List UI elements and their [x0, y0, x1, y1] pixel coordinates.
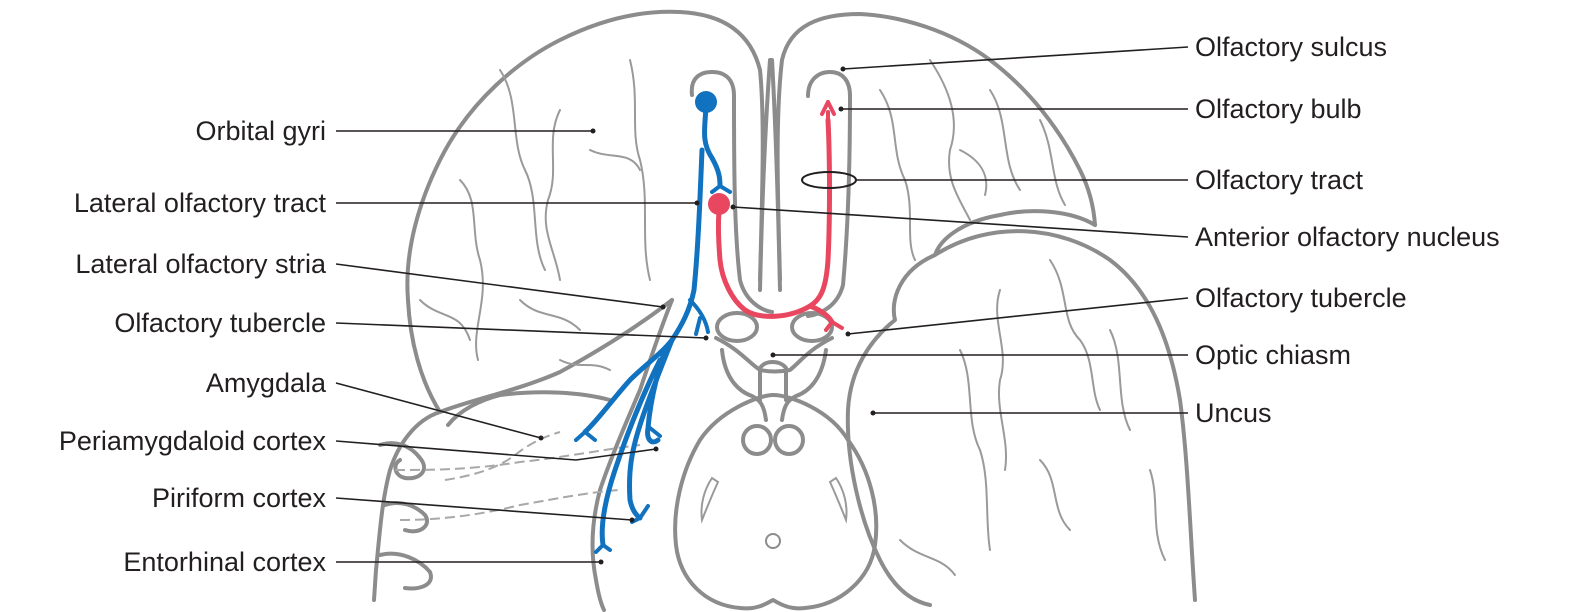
label-olfactory-sulcus: Olfactory sulcus: [1195, 32, 1387, 62]
right-mammillary-body: [773, 424, 805, 456]
label-olfactory-tubercle-right: Olfactory tubercle: [1195, 283, 1407, 313]
right-tubercle-shape: [790, 311, 834, 343]
right-gyrus-rectus: [806, 70, 852, 318]
label-amygdala: Amygdala: [206, 368, 327, 398]
left-gyrus-rectus: [689, 70, 774, 314]
anterior-olfactory-nucleus-neuron: [708, 193, 730, 215]
left-mammillary-body: [741, 424, 773, 456]
right-frontal-lobe: [775, 12, 1097, 282]
label-olfactory-tubercle-left: Olfactory tubercle: [114, 308, 326, 338]
label-anterior-olfactory-nucleus: Anterior olfactory nucleus: [1195, 222, 1500, 252]
label-optic-chiasm: Optic chiasm: [1195, 340, 1351, 370]
label-lateral-olfactory-stria: Lateral olfactory stria: [75, 249, 327, 279]
lateral-pathway: [574, 91, 732, 554]
medial-pathway: [708, 100, 844, 332]
label-entorhinal-cortex: Entorhinal cortex: [123, 547, 326, 577]
label-olfactory-bulb: Olfactory bulb: [1195, 94, 1362, 124]
label-lateral-olfactory-tract: Lateral olfactory tract: [74, 188, 327, 218]
brain-outline: [372, 9, 1197, 612]
label-periamygdaloid-cortex: Periamygdaloid cortex: [59, 426, 327, 456]
right-labels: Olfactory sulcus Olfactory bulb Olfactor…: [1195, 32, 1500, 428]
left-tubercle-shape: [715, 311, 759, 343]
label-orbital-gyri: Orbital gyri: [195, 116, 326, 146]
gyri-texture: [419, 59, 1166, 576]
left-frontal-lobe: [372, 9, 765, 602]
cerebral-aqueduct: [765, 533, 781, 549]
label-piriform-cortex: Piriform cortex: [152, 483, 327, 513]
label-uncus: Uncus: [1195, 398, 1272, 428]
left-labels: Orbital gyri Lateral olfactory tract Lat…: [59, 116, 327, 577]
right-leaders: [730, 46, 1189, 416]
left-leaders: [335, 128, 709, 565]
midbrain: [673, 393, 879, 611]
label-olfactory-tract: Olfactory tract: [1195, 165, 1364, 195]
left-hippocampal-region: [378, 390, 612, 591]
right-temporal-lobe: [845, 209, 1197, 607]
